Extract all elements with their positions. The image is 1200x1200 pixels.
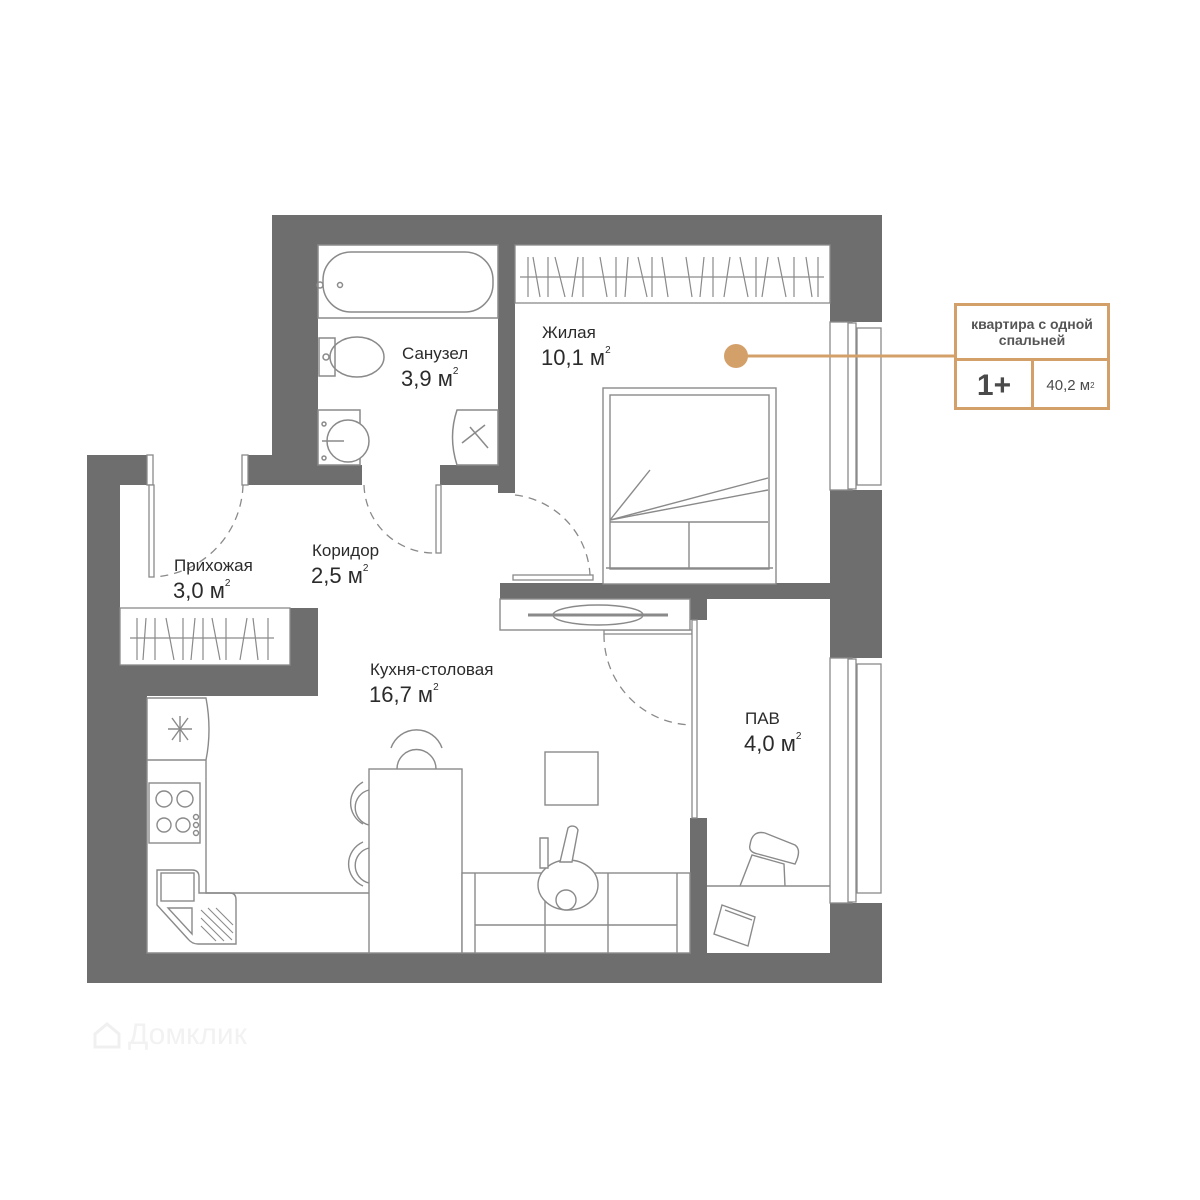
armchair-icon bbox=[739, 831, 800, 887]
bedroom-door-leaf bbox=[512, 574, 594, 581]
window-bedroom bbox=[829, 321, 882, 491]
chairs bbox=[347, 729, 443, 887]
svg-text:16,7 м2: 16,7 м2 bbox=[369, 682, 439, 707]
svg-text:Кухня-столовая: Кухня-столовая bbox=[370, 660, 493, 679]
door-swing-entrance bbox=[153, 484, 244, 578]
bathtub-icon bbox=[316, 244, 499, 319]
svg-text:3,9 м2: 3,9 м2 bbox=[401, 366, 459, 391]
sink-icon bbox=[317, 409, 370, 466]
coffee-table bbox=[544, 751, 599, 806]
apartment-type-label: квартира с одной спальней bbox=[957, 306, 1107, 361]
kitchen-sink-icon bbox=[156, 869, 237, 945]
bed-icon bbox=[602, 387, 777, 585]
svg-text:Санузел: Санузел bbox=[402, 344, 468, 363]
toilet-icon bbox=[318, 336, 385, 378]
door-swing-loggia bbox=[603, 633, 692, 726]
svg-text:Жилая: Жилая bbox=[542, 323, 596, 342]
bathroom-door-leaf bbox=[435, 484, 442, 554]
room-count-label: 1+ bbox=[957, 361, 1034, 410]
wardrobe-bedroom bbox=[514, 244, 831, 304]
bar-counter bbox=[368, 768, 463, 954]
room-label-living: Жилая 10,1 м2 bbox=[541, 323, 611, 370]
svg-text:10,1 м2: 10,1 м2 bbox=[541, 345, 611, 370]
person-icon bbox=[537, 825, 599, 911]
washing-machine-icon bbox=[451, 409, 499, 466]
svg-text:4,0 м2: 4,0 м2 bbox=[744, 731, 802, 756]
window-loggia bbox=[829, 657, 882, 904]
room-label-corridor: Коридор 2,5 м2 bbox=[311, 541, 379, 588]
svg-text:Прихожая: Прихожая bbox=[174, 556, 253, 575]
fridge-icon bbox=[168, 716, 192, 742]
room-label-loggia: ПАВ 4,0 м2 bbox=[744, 709, 802, 756]
watermark: Домклик bbox=[92, 1018, 247, 1052]
wardrobe-hall bbox=[119, 607, 291, 666]
svg-text:2,5 м2: 2,5 м2 bbox=[311, 563, 369, 588]
tv-icon bbox=[499, 598, 691, 631]
house-icon bbox=[93, 1022, 121, 1049]
svg-text:Коридор: Коридор bbox=[312, 541, 379, 560]
room-label-kitchen: Кухня-столовая 16,7 м2 bbox=[369, 660, 493, 707]
svg-text:3,0 м2: 3,0 м2 bbox=[173, 578, 231, 603]
room-label-bathroom: Санузел 3,9 м2 bbox=[401, 344, 468, 391]
entrance-door bbox=[146, 454, 249, 578]
laptop-icon bbox=[713, 904, 756, 947]
room-label-hall: Прихожая 3,0 м2 bbox=[173, 556, 253, 603]
door-swing-bedroom bbox=[514, 494, 591, 576]
svg-text:ПАВ: ПАВ bbox=[745, 709, 780, 728]
bedroom-marker bbox=[724, 344, 954, 368]
stove-icon bbox=[148, 782, 201, 844]
